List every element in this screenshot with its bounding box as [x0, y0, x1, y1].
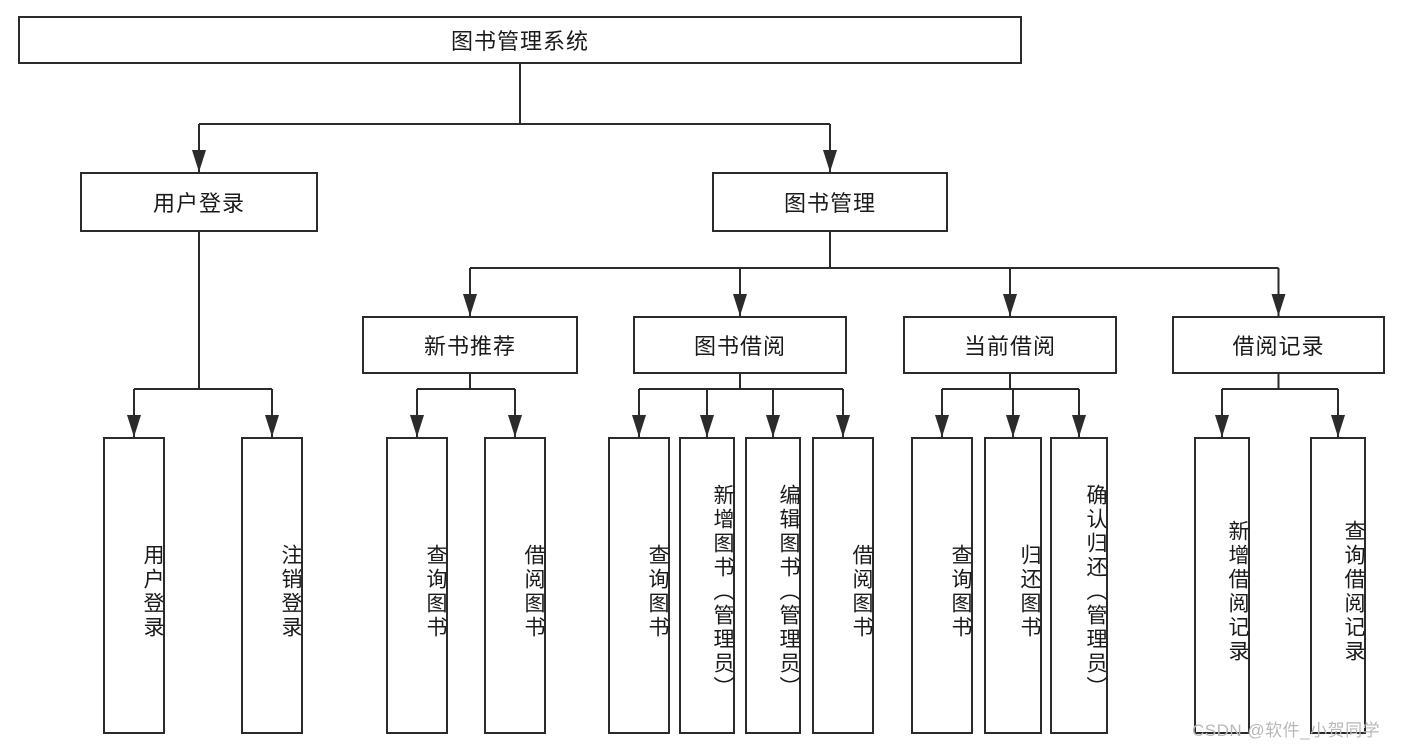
node-leaf-user-logout[interactable]: 注销登录: [241, 437, 303, 734]
node-label: 新书推荐: [423, 334, 516, 359]
node-leaf-bb-borrow[interactable]: 借阅图书: [812, 437, 874, 734]
node-leaf-user-login[interactable]: 用户登录: [103, 437, 165, 734]
node-book-borrow[interactable]: 图书借阅: [633, 316, 847, 374]
node-label: 当前借阅: [963, 334, 1056, 359]
node-leaf-rec-query[interactable]: 查询图书: [386, 437, 448, 734]
edge-arrowhead: [1271, 294, 1286, 316]
edge-arrowhead: [1003, 294, 1017, 316]
node-label: 用户登录: [141, 543, 164, 640]
edge-arrowhead: [935, 415, 949, 437]
node-label: 借阅记录: [1232, 334, 1325, 359]
node-label: 确认归还（管理员）: [1084, 483, 1107, 700]
node-leaf-br-query[interactable]: 查询借阅记录: [1310, 437, 1366, 734]
node-label: 注销登录: [279, 543, 302, 640]
edge-arrowhead: [1331, 415, 1345, 437]
node-borrow-record[interactable]: 借阅记录: [1172, 316, 1385, 374]
node-current-borrow[interactable]: 当前借阅: [903, 316, 1117, 374]
node-leaf-bb-edit[interactable]: 编辑图书（管理员）: [745, 437, 801, 734]
edge-arrowhead: [823, 150, 837, 172]
node-label: 查询图书: [424, 543, 447, 640]
edge-arrowhead: [508, 415, 522, 437]
node-label: 图书管理: [783, 191, 876, 216]
edge-arrowhead: [1006, 415, 1020, 437]
node-label: 借阅图书: [850, 543, 873, 640]
node-label: 用户登录: [152, 191, 245, 216]
edge-arrowhead: [265, 415, 279, 437]
watermark-label: CSDN @软件_小贺同学: [1192, 721, 1381, 740]
node-label: 查询借阅记录: [1342, 519, 1365, 664]
node-leaf-bb-add[interactable]: 新增图书（管理员）: [679, 437, 735, 734]
node-leaf-cb-confirm[interactable]: 确认归还（管理员）: [1050, 437, 1108, 734]
edge-arrowhead: [1072, 415, 1086, 437]
edge-arrowhead: [127, 415, 141, 437]
edge-arrowhead: [1215, 415, 1229, 437]
node-label: 图书管理系统: [450, 29, 589, 54]
edge-arrowhead: [700, 415, 714, 437]
node-user-login[interactable]: 用户登录: [80, 172, 318, 232]
node-label: 借阅图书: [522, 543, 545, 640]
node-leaf-bb-query[interactable]: 查询图书: [608, 437, 670, 734]
node-root[interactable]: 图书管理系统: [18, 16, 1022, 64]
edge-arrowhead: [766, 415, 780, 437]
edge-arrowhead: [836, 415, 850, 437]
node-label: 新增图书（管理员）: [711, 483, 734, 700]
edge-arrowhead: [463, 294, 477, 316]
node-label: 编辑图书（管理员）: [777, 483, 800, 700]
edge-arrowhead: [733, 294, 747, 316]
node-leaf-cb-query[interactable]: 查询图书: [911, 437, 973, 734]
node-label: 新增借阅记录: [1226, 519, 1249, 664]
node-label: 归还图书: [1018, 543, 1041, 640]
node-book-manage[interactable]: 图书管理: [712, 172, 948, 232]
node-label: 查询图书: [949, 543, 972, 640]
node-new-book-rec[interactable]: 新书推荐: [362, 316, 578, 374]
node-leaf-rec-borrow[interactable]: 借阅图书: [484, 437, 546, 734]
node-leaf-br-add[interactable]: 新增借阅记录: [1194, 437, 1250, 734]
edge-arrowhead: [632, 415, 646, 437]
edge-arrowhead: [410, 415, 424, 437]
node-leaf-cb-return[interactable]: 归还图书: [984, 437, 1042, 734]
node-label: 查询图书: [646, 543, 669, 640]
node-label: 图书借阅: [693, 334, 786, 359]
edge-arrowhead: [192, 150, 206, 172]
